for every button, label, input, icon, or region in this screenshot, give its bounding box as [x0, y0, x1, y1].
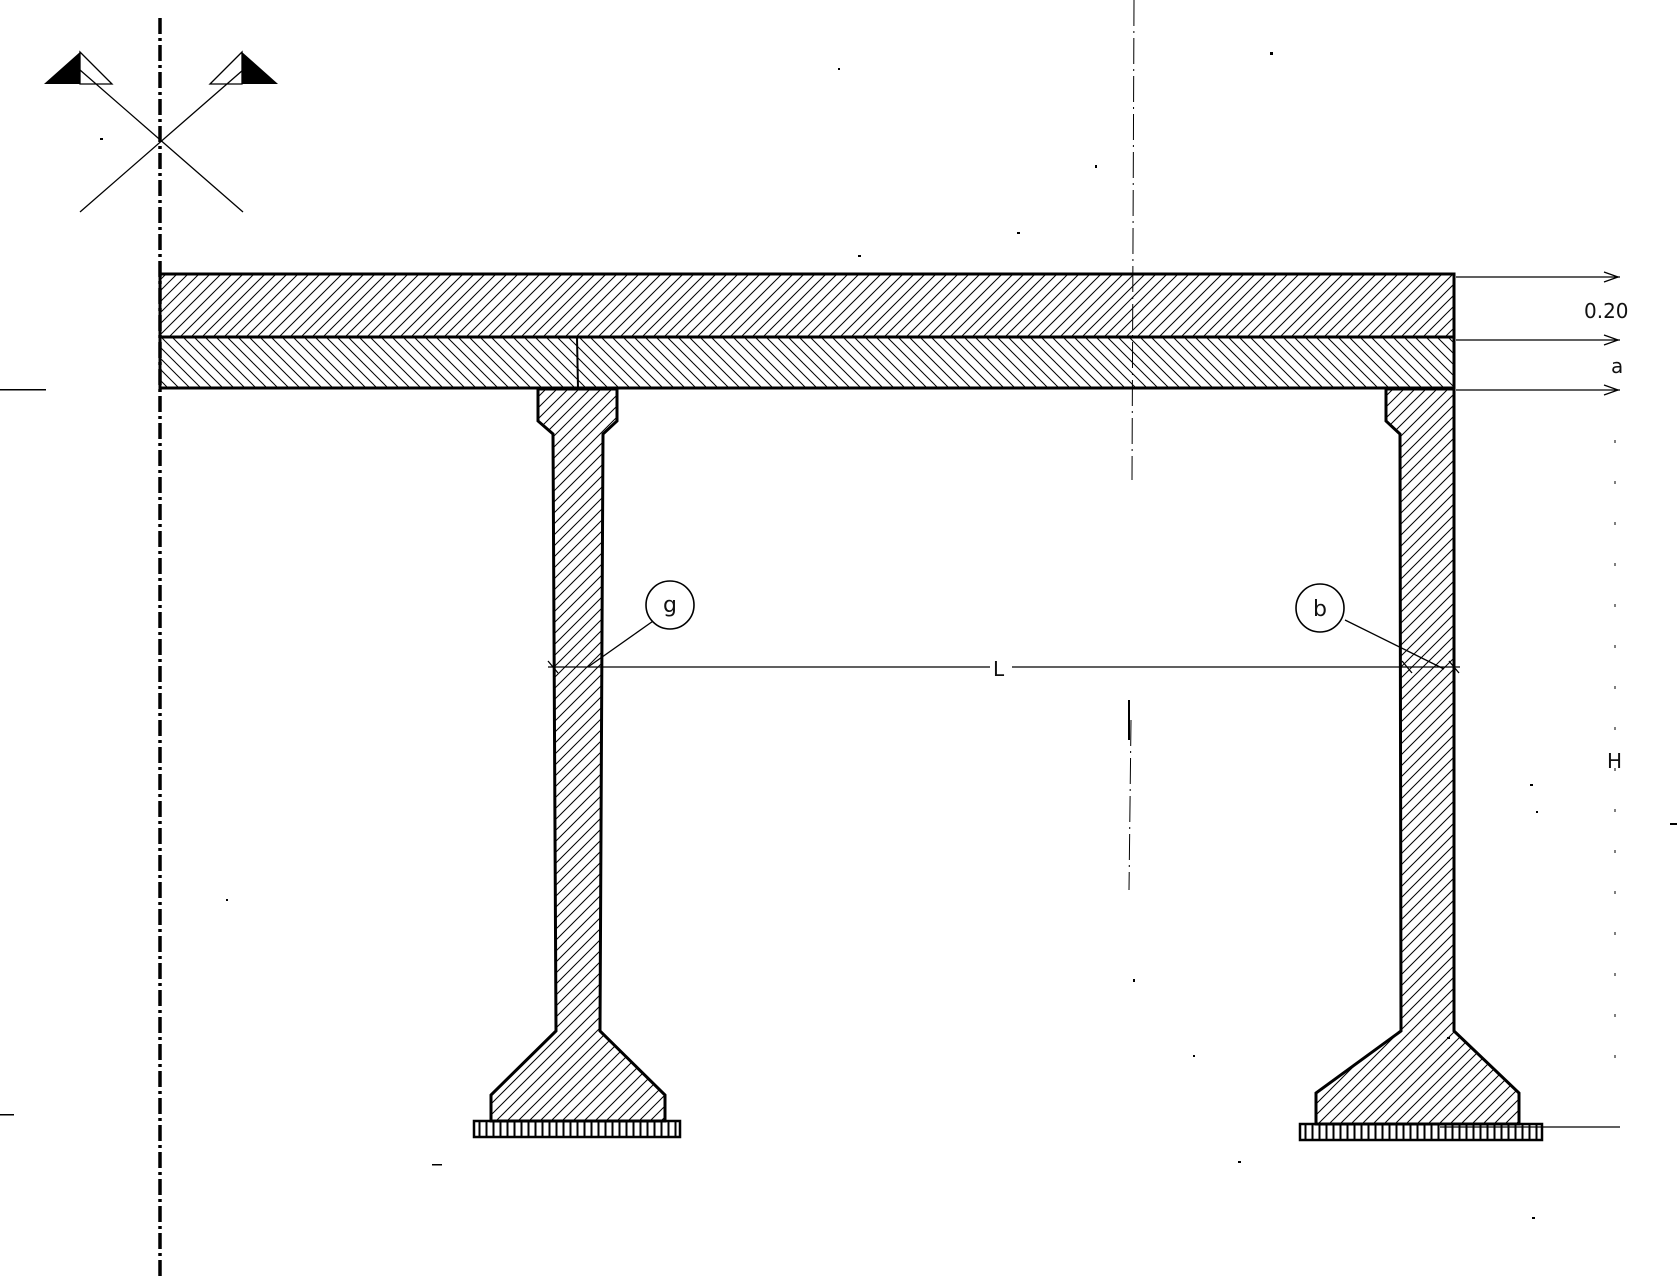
- slab-thickness-label: a: [1611, 354, 1623, 378]
- left-flag-icon: [44, 52, 80, 84]
- span-dimension: L: [547, 656, 1460, 681]
- deck-slab: [158, 272, 1456, 339]
- vertical-dimensions: 0.20 a H: [1440, 271, 1629, 1128]
- symmetry-symbol: [44, 50, 278, 213]
- lower-slab: [158, 335, 1456, 390]
- span-label: L: [993, 657, 1005, 681]
- right-bearing-pad: [1298, 1122, 1544, 1142]
- left-pier: [472, 387, 682, 1139]
- svg-text:g: g: [663, 593, 677, 618]
- height-label: H: [1607, 749, 1622, 773]
- right-flag-icon: [242, 52, 278, 84]
- detail-callout-g: g: [587, 580, 695, 668]
- center-line: [1131, 0, 1135, 481]
- left-bearing-pad: [472, 1119, 682, 1139]
- deck-thickness-label: 0.20: [1584, 299, 1629, 323]
- scan-marks: [0, 52, 1677, 1219]
- right-pier: [1298, 387, 1544, 1142]
- svg-text:b: b: [1313, 597, 1327, 622]
- detail-callout-b: b: [1295, 583, 1445, 670]
